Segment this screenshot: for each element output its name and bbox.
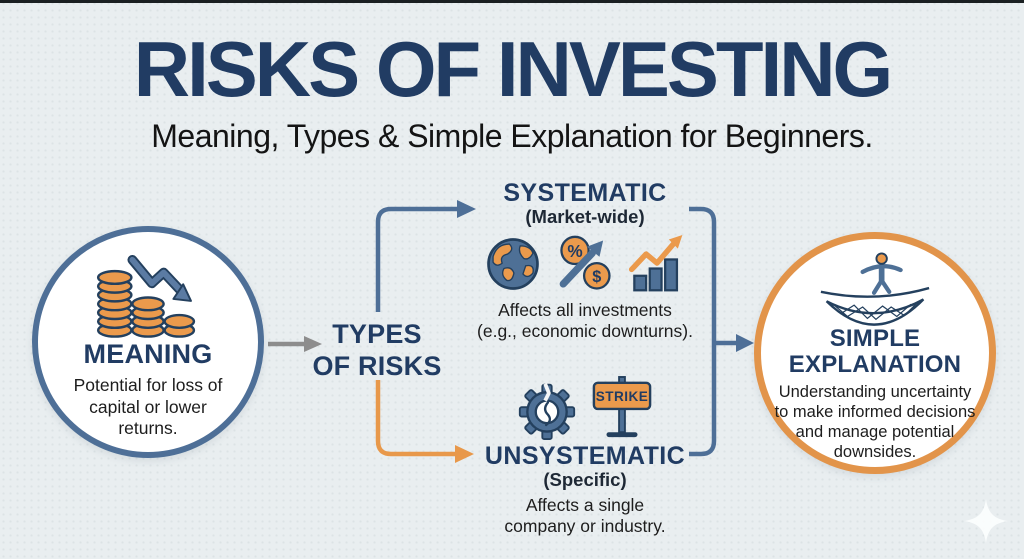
unsystematic-icon-row: STRIKE [517,376,653,440]
unsystematic-body-line2: company or industry. [504,515,666,536]
systematic-branch: SYSTEMATIC (Market-wide) % $ [462,180,708,342]
types-line1: TYPES [332,319,422,349]
simple-explanation-body: Understanding uncertainty to make inform… [774,382,976,462]
decline-arrow [127,254,192,302]
tightrope-walker-icon [820,252,930,326]
coins-decline-icon [96,254,196,338]
svg-text:%: % [567,240,582,260]
systematic-icon-row: % $ [484,234,686,293]
page-subtitle: Meaning, Types & Simple Explanation for … [151,118,873,154]
unsystematic-branch: STRIKE UNSYSTEMATIC (Specific) Affects a… [462,369,708,537]
systematic-heading: SYSTEMATIC [503,179,667,207]
broken-gear-icon [518,383,576,440]
simple-heading-line1: SIMPLE [829,325,921,352]
unsystematic-body-line1: Affects a single [525,494,645,515]
systematic-body-line2: (e.g., economic downturns). [477,320,693,341]
systematic-body-line1: Affects all investments [498,299,672,320]
types-of-risks-label: TYPES OF RISKS [287,318,467,383]
systematic-subheading: (Market-wide) [525,206,645,228]
growth-chart-icon [628,234,683,291]
percent-dollar-icon: % $ [559,235,611,290]
arrow-types-to-unsystematic [375,380,474,463]
walker-figure [860,252,903,295]
strike-sign-label: STRIKE [596,389,649,404]
simple-explanation-heading: SIMPLE EXPLANATION [789,326,961,378]
top-edge-bar [0,0,1024,3]
unsystematic-heading: UNSYSTEMATIC [484,442,686,470]
unsystematic-body: Affects a single company or industry. [504,495,665,537]
systematic-body: Affects all investments (e.g., economic … [477,300,693,342]
sparkle-icon [964,499,1008,543]
types-line2: OF RISKS [312,351,442,382]
simple-heading-line2: EXPLANATION [788,350,962,378]
meaning-body: Potential for loss of capital or lower r… [73,375,223,438]
meaning-heading: MEANING [83,339,213,369]
page-title: RISKS OF INVESTING [133,25,893,113]
meaning-circle: MEANING Potential for loss of capital or… [32,226,264,458]
svg-text:$: $ [592,268,601,286]
strike-sign-icon: STRIKE [592,376,652,438]
globe-icon [487,237,539,290]
unsystematic-subheading: (Specific) [543,469,627,491]
simple-explanation-circle: SIMPLE EXPLANATION Understanding uncerta… [754,232,996,474]
